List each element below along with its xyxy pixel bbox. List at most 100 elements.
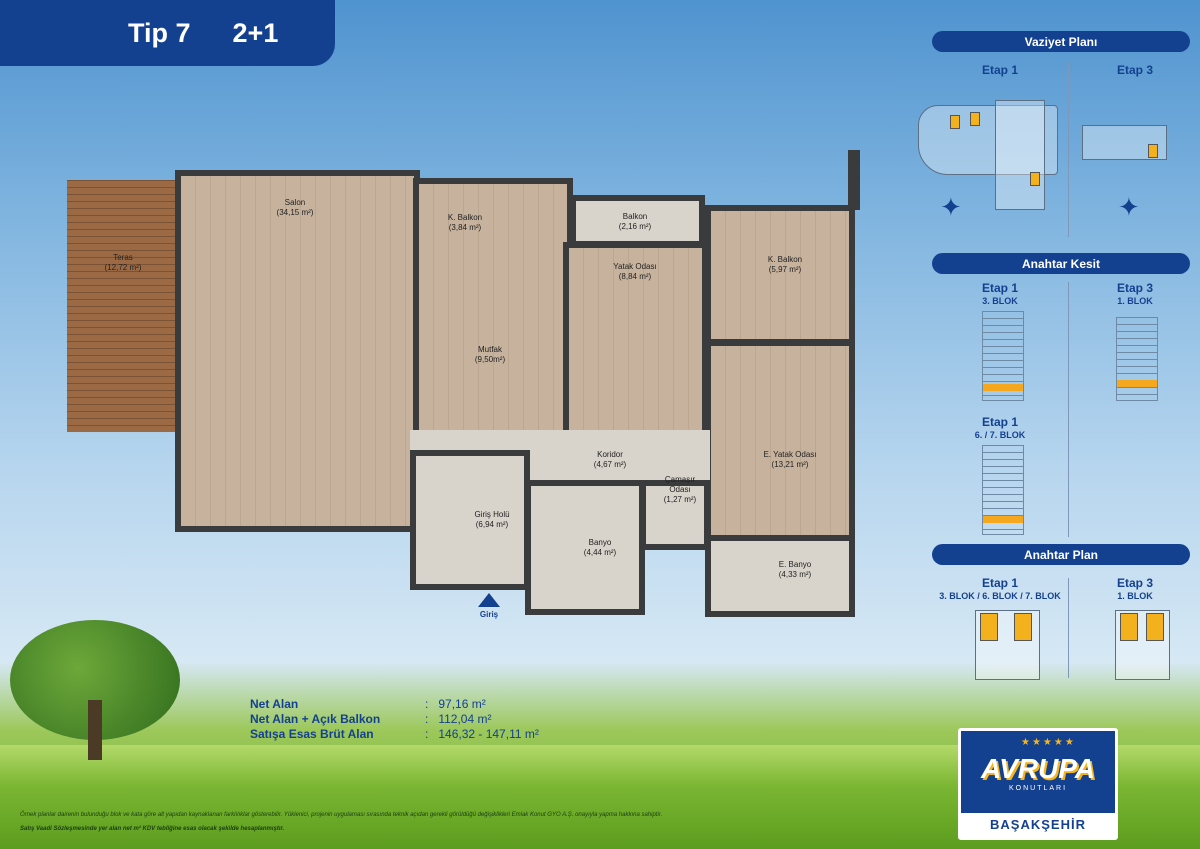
highlighted-block bbox=[950, 115, 960, 129]
anahtar-plan-header: Anahtar Plan bbox=[932, 544, 1190, 565]
room-name: K. Balkon bbox=[767, 255, 803, 264]
vaziyet-etap1: Etap 1 bbox=[981, 63, 1018, 77]
room-area: (9,50m²) bbox=[474, 355, 506, 364]
label-k-balkon-2: K. Balkon(5,97 m²) bbox=[768, 255, 802, 275]
area-value: 146,32 - 147,11 m² bbox=[438, 727, 539, 741]
room-name: Balkon bbox=[622, 212, 648, 221]
room-salon bbox=[175, 170, 420, 532]
highlighted-block bbox=[1148, 144, 1158, 158]
label-banyo: Banyo(4,44 m²) bbox=[584, 538, 616, 558]
room-k-balkon-2 bbox=[705, 205, 855, 345]
etap-label: Etap 1 bbox=[981, 281, 1018, 295]
room-area: (4,44 m²) bbox=[583, 548, 617, 557]
room-area: (3,84 m²) bbox=[448, 223, 482, 232]
label-teras: Teras(12,72 m²) bbox=[105, 253, 142, 273]
room-e-banyo bbox=[705, 535, 855, 617]
unit-layout: 2+1 bbox=[232, 17, 279, 48]
compass-icon: ✦ bbox=[1118, 192, 1140, 222]
tree-trunk bbox=[88, 700, 102, 760]
logo-sub: KONUTLARI bbox=[1008, 785, 1068, 792]
etap-label: Etap 1 bbox=[981, 576, 1018, 590]
divider bbox=[1068, 62, 1069, 237]
divider bbox=[1068, 282, 1069, 537]
room-name: E. Yatak Odası bbox=[763, 450, 817, 459]
highlighted-block bbox=[970, 112, 980, 126]
disclaimer: Örnek planlar dairenin bulunduğu blok ve… bbox=[20, 812, 663, 818]
vaziyet-etap3: Etap 3 bbox=[1116, 63, 1153, 77]
entrance-arrow-icon bbox=[478, 593, 500, 607]
label-koridor: Koridor(4,67 m²) bbox=[594, 450, 626, 470]
room-area: (34,15 m²) bbox=[276, 208, 314, 217]
label-camasir: Çamaşır Odası(1,27 m²) bbox=[655, 475, 705, 505]
room-name: E. Banyo bbox=[778, 560, 812, 569]
label-yatak-odasi: Yatak Odası(8,84 m²) bbox=[613, 262, 656, 282]
section-diagram bbox=[982, 311, 1024, 401]
room-area: (1,27 m²) bbox=[663, 495, 697, 504]
blok-label: 1. BLOK bbox=[1117, 296, 1153, 306]
blok-label: 6. / 7. BLOK bbox=[974, 430, 1026, 440]
label-salon: Salon(34,15 m²) bbox=[277, 198, 314, 218]
label-mutfak: Mutfak(9,50m²) bbox=[475, 345, 505, 365]
area-summary: Net Alan: 97,16 m² Net Alan + Açık Balko… bbox=[250, 697, 539, 742]
highlighted-block bbox=[1030, 172, 1040, 186]
unit-type: Tip 7 bbox=[128, 17, 191, 48]
key-plan-etap1 bbox=[975, 610, 1040, 680]
logo-district: BAŞAKŞEHİR bbox=[961, 813, 1115, 837]
room-area: (2,16 m²) bbox=[618, 222, 652, 231]
compass-icon: ✦ bbox=[940, 192, 962, 222]
etap-label: Etap 1 bbox=[981, 415, 1018, 429]
site-plan-etap1-east bbox=[995, 100, 1045, 210]
blok-label: 1. BLOK bbox=[1117, 591, 1153, 601]
site-plan-etap1 bbox=[918, 105, 1058, 175]
floor-plan: Teras(12,72 m²) Salon(34,15 m²) K. Balko… bbox=[60, 150, 870, 620]
room-name: Mutfak bbox=[477, 345, 503, 354]
stars-icon: ★★★★★ bbox=[1021, 737, 1076, 748]
label-e-yatak-odasi: E. Yatak Odası(13,21 m²) bbox=[763, 450, 816, 470]
room-area: (8,84 m²) bbox=[618, 272, 652, 281]
room-area: (12,72 m²) bbox=[104, 263, 142, 272]
label-giris-holu: Giriş Holü(6,94 m²) bbox=[474, 510, 509, 530]
header-tab: Tip 7 2+1 bbox=[0, 0, 335, 66]
room-banyo bbox=[525, 480, 645, 615]
etap-label: Etap 3 bbox=[1116, 281, 1153, 295]
section-diagram bbox=[982, 445, 1024, 535]
avrupa-konutlari-logo: ★★★★★ AVRUPA KONUTLARI BAŞAKŞEHİR bbox=[958, 728, 1118, 840]
room-name: Salon bbox=[284, 198, 306, 207]
room-mutfak bbox=[413, 178, 573, 436]
room-area: (5,97 m²) bbox=[768, 265, 802, 274]
room-area: (6,94 m²) bbox=[475, 520, 509, 529]
area-label: Net Alan bbox=[250, 697, 299, 711]
room-name: Yatak Odası bbox=[613, 262, 657, 271]
label-balkon: Balkon(2,16 m²) bbox=[619, 212, 651, 232]
entrance-label: Giriş bbox=[479, 610, 499, 619]
area-value: 112,04 m² bbox=[438, 712, 492, 726]
blok-label: 3. BLOK bbox=[982, 296, 1018, 306]
key-plan-etap3 bbox=[1115, 610, 1170, 680]
room-name: Teras bbox=[113, 253, 133, 262]
divider bbox=[1068, 578, 1069, 678]
wall bbox=[848, 150, 860, 210]
section-diagram bbox=[1116, 317, 1158, 401]
area-label: Satışa Esas Brüt Alan bbox=[250, 727, 374, 741]
room-name: Giriş Holü bbox=[474, 510, 510, 519]
vaziyet-plani-header: Vaziyet Planı bbox=[932, 31, 1190, 52]
room-area: (4,33 m²) bbox=[778, 570, 812, 579]
label-k-balkon-1: K. Balkon(3,84 m²) bbox=[448, 213, 482, 233]
area-row: Net Alan: 97,16 m² bbox=[250, 697, 486, 711]
area-value: 97,16 m² bbox=[438, 697, 486, 711]
blok-label: 3. BLOK / 6. BLOK / 7. BLOK bbox=[939, 591, 1061, 601]
room-area: (13,21 m²) bbox=[771, 460, 809, 469]
anahtar-kesit-header: Anahtar Kesit bbox=[932, 253, 1190, 274]
room-name: Çamaşır Odası bbox=[664, 475, 696, 494]
area-row: Net Alan + Açık Balkon: 112,04 m² bbox=[250, 712, 492, 726]
room-camasir bbox=[640, 480, 710, 550]
area-row: Satışa Esas Brüt Alan: 146,32 - 147,11 m… bbox=[250, 727, 539, 741]
room-name: Banyo bbox=[588, 538, 612, 547]
label-e-banyo: E. Banyo(4,33 m²) bbox=[779, 560, 811, 580]
room-teras bbox=[67, 180, 182, 432]
room-name: K. Balkon bbox=[447, 213, 483, 222]
